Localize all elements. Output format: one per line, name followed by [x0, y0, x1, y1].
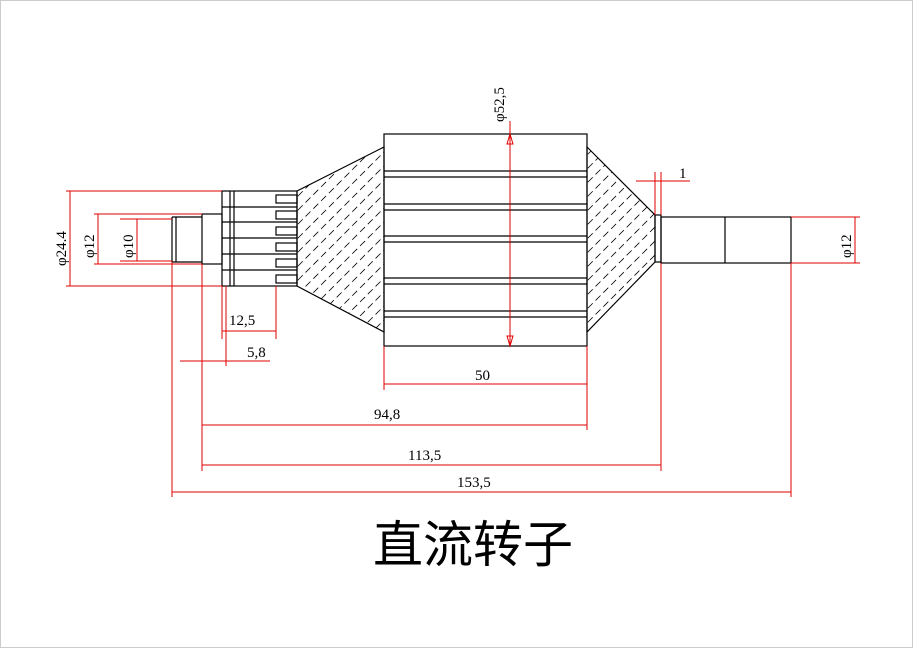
hatch-line — [587, 147, 655, 191]
hatch-line — [297, 187, 384, 289]
armature-core — [383, 133, 588, 347]
hatch-line — [587, 207, 655, 289]
hatch-line — [297, 147, 384, 163]
hatch-line — [290, 0, 390, 78]
dim-comm-length: 12,5 — [229, 313, 255, 329]
hatch-line — [580, 418, 660, 498]
dimension-labels: φ52,5 φ24.4 φ12 φ10 φ12 1 12,5 5,8 50 94… — [54, 87, 855, 491]
dimension-lines — [66, 121, 860, 497]
hatch-line — [290, 0, 390, 8]
hatch-line — [580, 54, 660, 134]
winding-right — [586, 145, 656, 334]
hatch-line — [580, 404, 660, 484]
hatch-line — [580, 0, 660, 50]
left-shoulder — [201, 213, 223, 265]
hatch-line — [297, 215, 384, 317]
hatch-line — [290, 0, 390, 64]
hatch-line — [587, 249, 655, 331]
hatch-line — [290, 412, 390, 512]
hatch-line — [580, 26, 660, 106]
dim-shoulder-length: 5,8 — [247, 345, 266, 361]
hatch-line — [297, 229, 384, 331]
hatch-line — [290, 426, 390, 526]
hatch-line — [580, 0, 660, 78]
hatch-line — [580, 446, 660, 526]
core-slots — [384, 170, 587, 318]
hatch-line — [297, 147, 384, 205]
hatch-line — [580, 390, 660, 470]
dim-length-1535: 153,5 — [457, 475, 491, 491]
hatch-line — [580, 12, 660, 92]
hatch-right — [580, 0, 660, 526]
hatch-line — [297, 201, 384, 303]
hatch-left — [290, 0, 390, 526]
dim-shaft-right-diameter: φ12 — [839, 234, 855, 258]
hatch-line — [580, 0, 660, 8]
dim-comm-diameter: φ24.4 — [54, 231, 70, 266]
rotor-part — [171, 0, 792, 526]
hatch-line — [587, 147, 655, 149]
hatch-line — [297, 147, 384, 177]
dim-journal-diameter: φ10 — [121, 234, 137, 258]
hatch-line — [297, 271, 384, 332]
hatch-line — [297, 173, 384, 275]
hatch-line — [587, 147, 655, 163]
hatch-line — [290, 0, 390, 92]
hatch-line — [290, 384, 390, 484]
hatch-line — [297, 147, 384, 191]
right-collar — [654, 214, 662, 263]
hatch-line — [580, 0, 660, 64]
hatch-line — [587, 235, 655, 317]
dim-shaft-left-diameter: φ12 — [82, 234, 98, 258]
hatch-line — [290, 356, 390, 456]
hatch-line — [290, 0, 390, 22]
hatch-line — [580, 0, 660, 22]
hatch-line — [580, 376, 660, 456]
hatch-line — [290, 0, 390, 50]
hatch-line — [297, 243, 384, 332]
dim-length-948: 94,8 — [374, 407, 400, 423]
hatch-line — [580, 348, 660, 428]
dim-core-diameter: φ52,5 — [492, 87, 508, 122]
hatch-line — [290, 342, 390, 442]
dim-core-length: 50 — [475, 368, 490, 384]
hatch-line — [290, 6, 390, 106]
hatch-line — [290, 20, 390, 120]
hatch-line — [580, 362, 660, 442]
hatch-line — [580, 0, 660, 36]
hatch-line — [297, 159, 384, 261]
hatch-line — [580, 334, 660, 414]
hatch-line — [297, 257, 384, 332]
hatch-line — [297, 147, 384, 149]
left-journal — [171, 216, 202, 263]
hatch-line — [290, 0, 390, 36]
drawing-title: 直流转子 — [373, 516, 573, 574]
hatch-line — [587, 147, 655, 177]
hatch-line — [580, 432, 660, 512]
right-shaft — [660, 216, 792, 264]
hatch-line — [587, 221, 655, 303]
hatch-line — [297, 313, 384, 332]
hatch-line — [587, 319, 655, 332]
hatch-line — [297, 147, 384, 247]
hatch-line — [297, 147, 384, 219]
hatch-line — [297, 285, 384, 332]
hatch-line — [290, 34, 390, 134]
hatch-line — [580, 40, 660, 120]
dim-gap: 1 — [679, 166, 687, 182]
hatch-line — [297, 147, 384, 233]
hatch-line — [297, 299, 384, 332]
dim-length-1135: 113,5 — [408, 448, 441, 464]
hatch-line — [587, 193, 655, 275]
commutator-bars — [222, 191, 298, 286]
